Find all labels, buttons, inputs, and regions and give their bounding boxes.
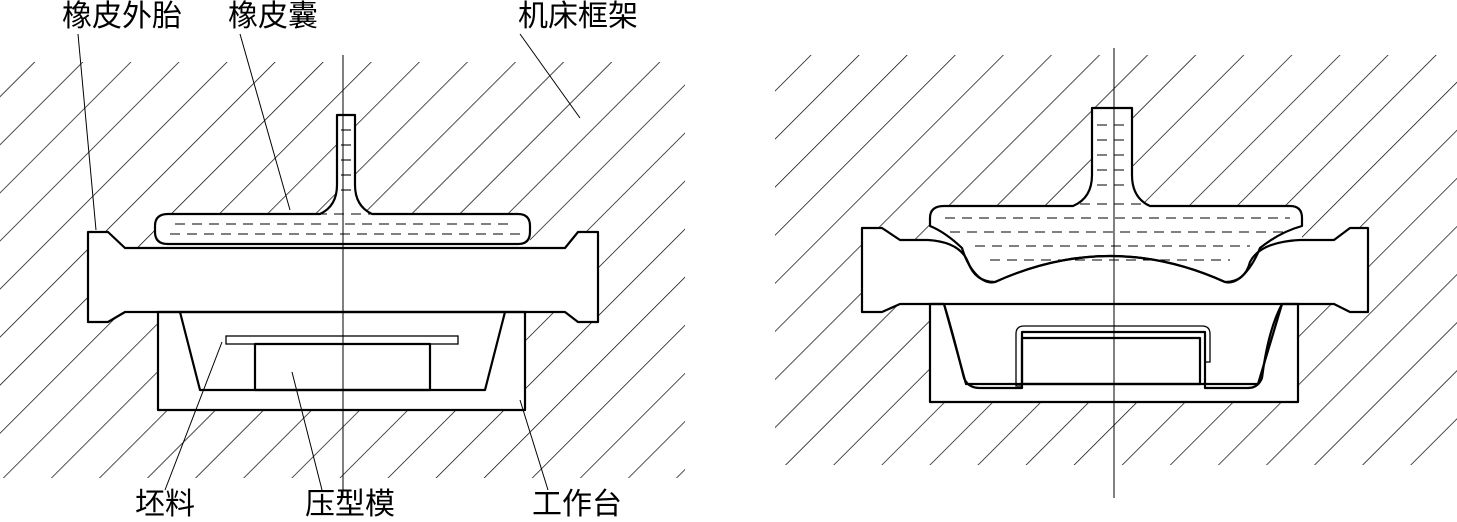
rubber-bladder-right	[928, 106, 1304, 284]
machine-frame-right	[775, 55, 1457, 465]
label-outer-tire: 橡皮外胎	[62, 0, 182, 34]
label-blank: 坯料	[135, 487, 195, 522]
worktable-cavity-left	[179, 311, 506, 391]
rubber-outer-tire-right	[860, 226, 1370, 390]
machine-frame-left	[0, 62, 685, 478]
right-panel-after-forming	[775, 48, 1457, 498]
left-panel-before-forming: 橡皮外胎 橡皮囊 机床框架 坯料 压型模 工作台	[0, 0, 685, 522]
rubber-bladder-left	[153, 113, 532, 246]
leader-lines	[77, 33, 581, 491]
blank-sheet-left	[225, 335, 459, 345]
label-machine-frame: 机床框架	[518, 0, 638, 34]
label-worktable: 工作台	[532, 487, 622, 522]
liquid-dashes-right	[945, 124, 1290, 261]
worktable-left	[156, 310, 527, 412]
label-press-die: 压型模	[305, 487, 395, 522]
label-rubber-bladder: 橡皮囊	[228, 0, 318, 34]
formed-blank-right	[1015, 325, 1211, 387]
press-die-right	[1020, 336, 1202, 386]
rubber-outer-tire-left	[86, 230, 600, 324]
worktable-right	[928, 302, 1300, 404]
